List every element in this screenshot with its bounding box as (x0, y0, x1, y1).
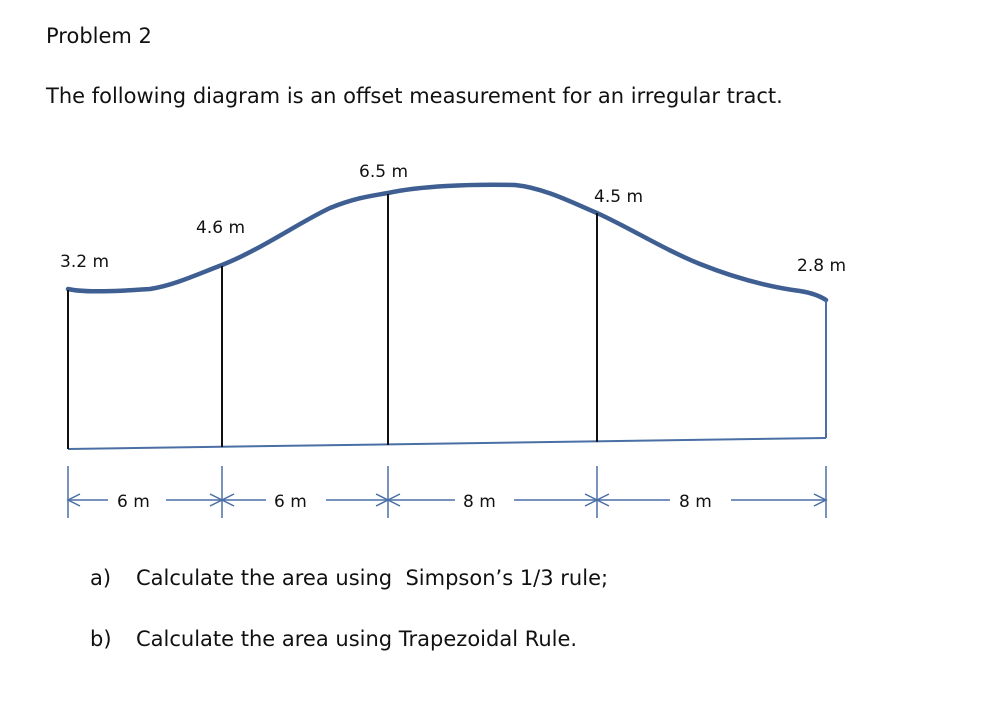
intro-text: The following diagram is an offset measu… (46, 84, 783, 108)
question-b-letter: b) (90, 627, 112, 651)
offset-label-3: 6.5 m (359, 162, 408, 182)
interval-label-1: 6 m (117, 492, 150, 512)
boundary-curve (65, 182, 829, 303)
interval-label-2: 6 m (274, 492, 307, 512)
offset-label-2: 4.6 m (196, 218, 245, 238)
offset-label-5: 2.8 m (797, 256, 846, 276)
question-a-letter: a) (90, 566, 112, 590)
baseline (67, 437, 827, 450)
offset-label-1: 3.2 m (60, 252, 109, 272)
problem-title: Problem 2 (46, 24, 152, 48)
question-b-text: Calculate the area using Trapezoidal Rul… (136, 627, 578, 651)
question-a: a) Calculate the area using Simpson’s 1/3… (90, 566, 608, 590)
question-a-text: Calculate the area using Simpson’s 1/3 r… (136, 566, 609, 590)
interval-label-3: 8 m (463, 492, 496, 512)
offset-label-4: 4.5 m (594, 187, 643, 207)
question-b: b) Calculate the area using Trapezoidal R… (90, 627, 577, 651)
interval-label-4: 8 m (679, 492, 712, 512)
